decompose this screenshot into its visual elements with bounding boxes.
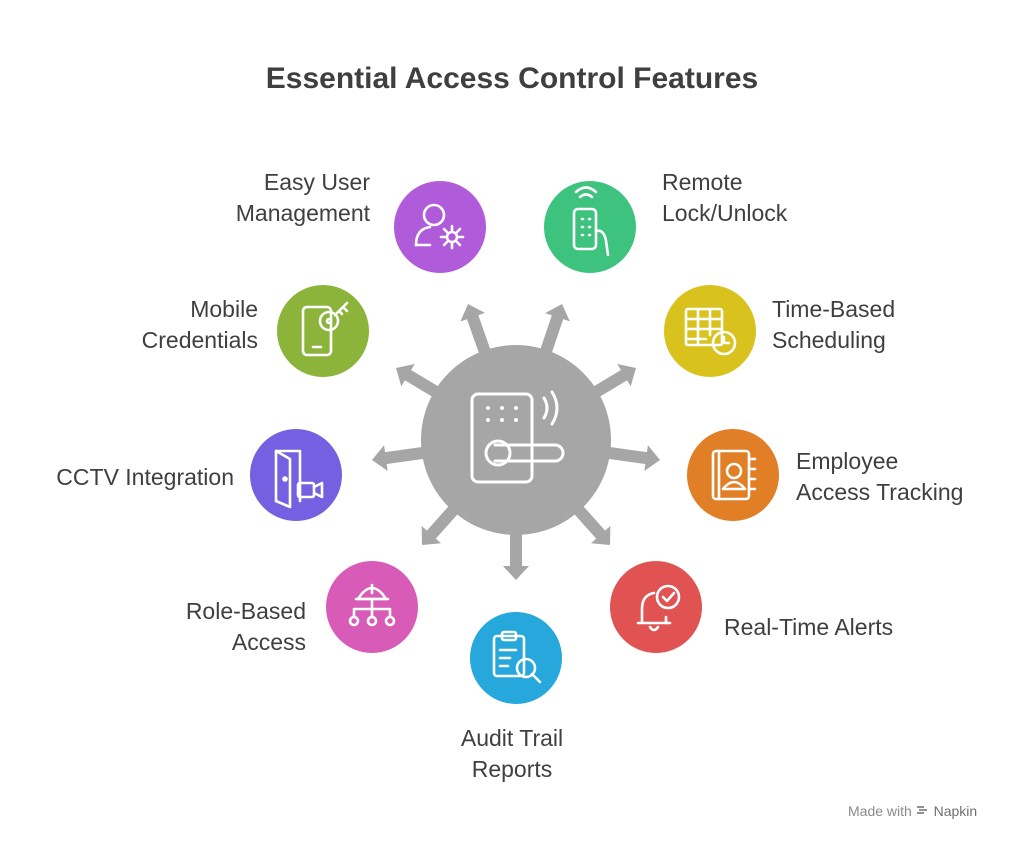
door-camera-icon: [274, 449, 324, 509]
connector-arrow: [503, 525, 529, 580]
user-gear-icon: [414, 203, 465, 250]
footer-brand: Napkin: [933, 803, 978, 819]
label-real-time-alerts: Real-Time Alerts: [724, 614, 894, 640]
hub-node: [421, 345, 611, 535]
connector-arrow: [585, 364, 636, 402]
feature-circle: [250, 429, 342, 521]
remote-control-icon: [572, 186, 610, 257]
smart-door-lock-icon: [470, 390, 565, 484]
napkin-logo-icon: [916, 803, 930, 819]
footer-credit: Made with Napkin: [848, 803, 977, 819]
helmet-hierarchy-icon: [348, 583, 396, 627]
calendar-clock-icon: [684, 307, 737, 356]
feature-node-role-based-access: [326, 561, 418, 653]
feature-nodes: [250, 181, 779, 704]
hub-circle: [421, 345, 611, 535]
connector-arrow: [460, 304, 494, 362]
feature-node-audit-trail-reports: [470, 612, 562, 704]
feature-circle: [470, 612, 562, 704]
clipboard-search-icon: [492, 630, 542, 684]
feature-circle: [394, 181, 486, 273]
connector-arrow: [396, 364, 447, 402]
feature-node-cctv-integration: [250, 429, 342, 521]
feature-node-real-time-alerts: [610, 561, 702, 653]
feature-circle: [610, 561, 702, 653]
connector-arrow: [599, 445, 660, 471]
feature-node-time-based-scheduling: [664, 285, 756, 377]
feature-node-mobile-credentials: [277, 285, 369, 377]
connector-arrow: [537, 304, 570, 362]
feature-node-easy-user-management: [394, 181, 486, 273]
feature-circle: [687, 429, 779, 521]
contact-book-icon: [711, 449, 757, 501]
connector-arrow: [372, 445, 433, 471]
footer-made-with: Made with: [848, 803, 912, 819]
feature-node-remote-lock-unlock: [544, 181, 636, 273]
feature-node-employee-access-tracking: [687, 429, 779, 521]
arrow-group: [372, 304, 660, 580]
label-cctv-integration: CCTV Integration: [56, 464, 234, 490]
phone-key-icon: [301, 301, 349, 357]
bell-check-icon: [636, 584, 681, 632]
page-title: Essential Access Control Features: [265, 62, 759, 95]
feature-circle: [277, 285, 369, 377]
